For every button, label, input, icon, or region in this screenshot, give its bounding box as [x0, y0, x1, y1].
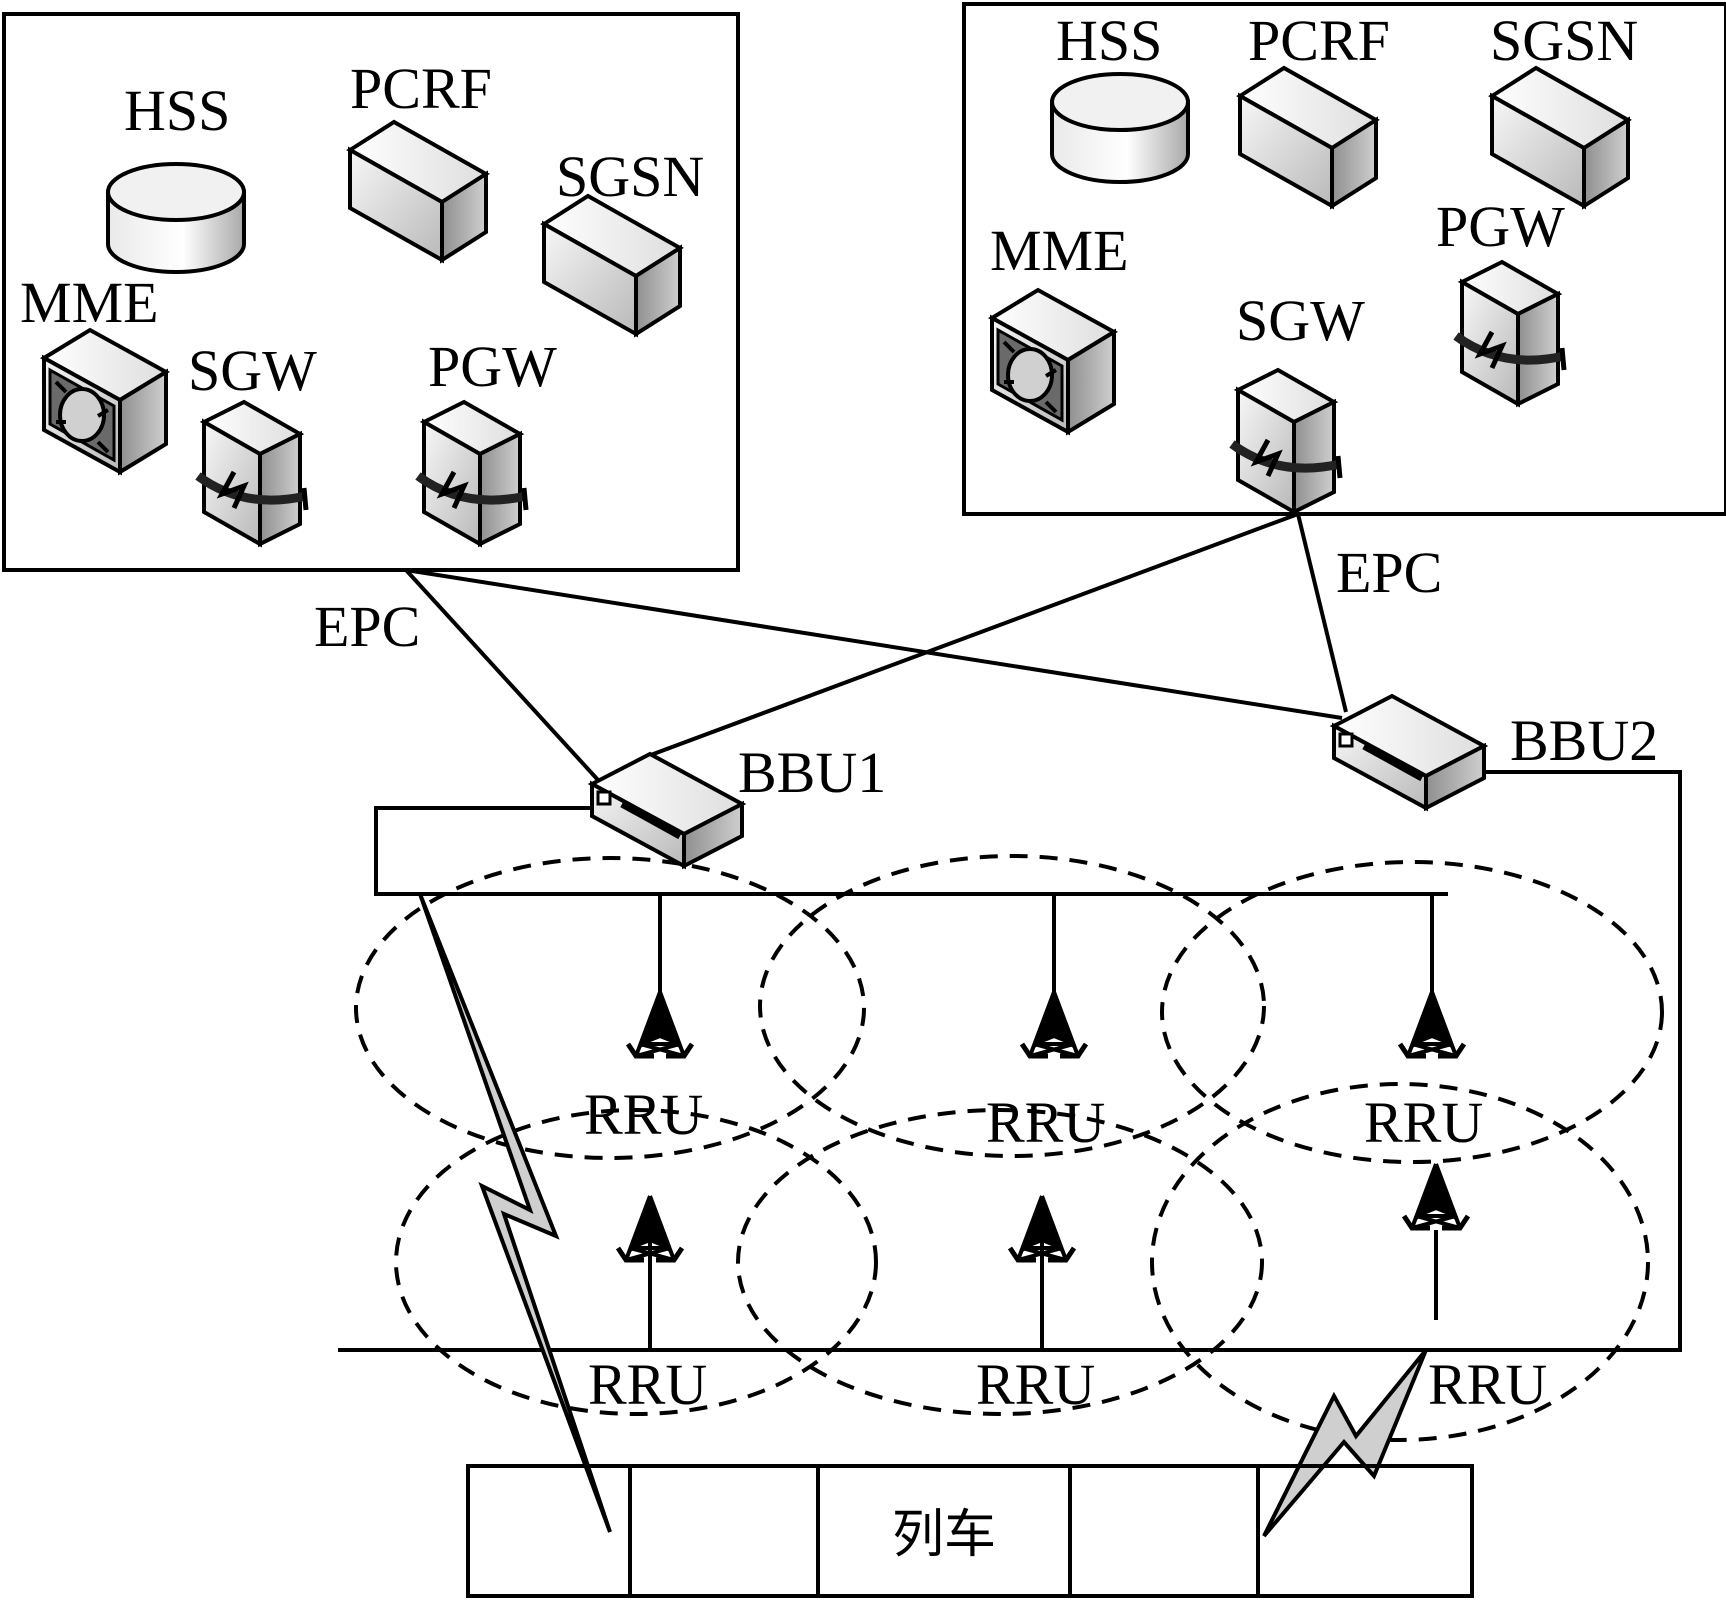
hss-left-icon — [106, 162, 246, 274]
sgsn-right-icon — [1490, 66, 1630, 208]
pgw-left-icon — [418, 402, 526, 544]
mme-left-icon — [42, 328, 168, 474]
epc-right-label: EPC — [1336, 540, 1442, 605]
rru-upper-2-label: RRU — [986, 1090, 1105, 1155]
rru-upper-2-tower-icon — [1022, 992, 1086, 1056]
epc-left-label: EPC — [314, 594, 420, 659]
pcrf-left-label: PCRF — [350, 56, 492, 121]
pcrf-right-icon — [1238, 66, 1378, 208]
rru-upper-1-tower-icon — [628, 992, 692, 1056]
pgw-right-icon — [1456, 262, 1564, 404]
rru-lower-2-label: RRU — [976, 1352, 1095, 1417]
core-frame-right — [962, 2, 1726, 516]
train — [466, 1464, 1474, 1598]
mme-right-icon — [990, 288, 1116, 434]
wireless-link-right-icon — [1262, 1348, 1428, 1538]
sgw-left-label: SGW — [188, 338, 317, 403]
sgw-left-icon — [198, 402, 306, 544]
pcrf-left-icon — [348, 120, 488, 262]
hss-right-icon — [1050, 72, 1190, 184]
rru-upper-3-tower-icon — [1400, 992, 1464, 1056]
sgw-right-label: SGW — [1236, 288, 1365, 353]
sgw-right-icon — [1232, 370, 1340, 512]
cell-lower-3 — [1150, 1082, 1650, 1442]
coverage-cells — [354, 854, 1664, 1442]
rru-upper-3-label: RRU — [1364, 1090, 1483, 1155]
core-frame-left — [2, 12, 740, 572]
cell-upper-2 — [758, 854, 1266, 1158]
cell-upper-3 — [1160, 860, 1664, 1164]
rru-lower-1-label: RRU — [588, 1352, 707, 1417]
cell-lower-1 — [394, 1108, 878, 1416]
train-label: 列车 — [892, 1505, 996, 1565]
pgw-left-label: PGW — [428, 334, 557, 399]
sgsn-left-label: SGSN — [556, 144, 704, 209]
pgw-right-label: PGW — [1436, 194, 1565, 259]
cell-lower-2 — [736, 1108, 1264, 1416]
rru-lower-3-label: RRU — [1428, 1352, 1547, 1417]
bbu1-label: BBU1 — [738, 740, 886, 805]
hss-right-label: HSS — [1056, 8, 1162, 73]
sgsn-left-icon — [542, 194, 682, 336]
mme-right-label: MME — [990, 218, 1129, 283]
hss-left-label: HSS — [124, 78, 230, 143]
bbu1-icon — [592, 754, 742, 866]
bbu2-label: BBU2 — [1510, 708, 1658, 773]
bbu2-icon — [1334, 696, 1484, 808]
wireless-link-left-icon — [418, 893, 612, 1533]
cell-upper-1 — [354, 856, 866, 1160]
mme-left-label: MME — [20, 270, 159, 335]
sgsn-right-label: SGSN — [1490, 8, 1638, 73]
rru-lower-3-tower-icon — [1404, 1164, 1468, 1228]
pcrf-right-label: PCRF — [1248, 8, 1390, 73]
rru-upper-1-label: RRU — [584, 1082, 703, 1147]
